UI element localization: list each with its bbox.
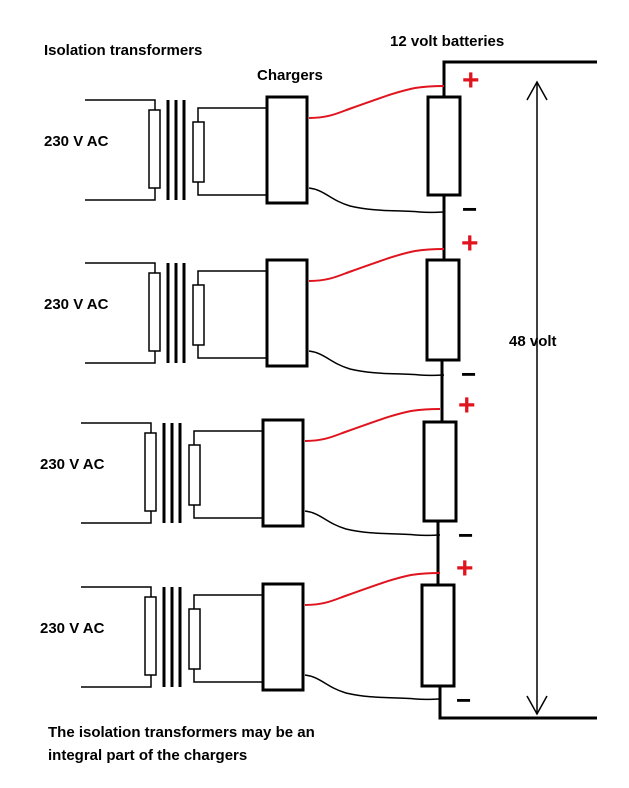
ac-input-label: 230 V AC — [40, 456, 105, 473]
voltage-arrow — [526, 80, 548, 716]
ac-input-label: 230 V AC — [44, 296, 109, 313]
negative-terminal-label: − — [462, 194, 477, 224]
ac-input-wire — [81, 675, 152, 688]
charging-stage: 230 V AC + − — [44, 227, 479, 389]
charging-stage: 230 V AC + − — [40, 552, 474, 715]
charging-stage: 230 V AC + − — [44, 64, 480, 224]
batteries-label: 12 volt batteries — [390, 33, 504, 50]
secondary-coil — [192, 121, 205, 183]
positive-wire — [304, 572, 441, 606]
positive-terminal-label: + — [456, 552, 474, 585]
battery — [420, 583, 456, 688]
positive-terminal-label: + — [461, 227, 479, 260]
negative-wire — [304, 674, 441, 701]
ac-input-wire — [85, 351, 156, 364]
negative-terminal-label: − — [458, 520, 473, 550]
charger-box — [265, 95, 309, 205]
positive-wire — [308, 248, 445, 282]
note-line-2: integral part of the chargers — [48, 747, 247, 764]
positive-terminal-label: + — [458, 389, 476, 422]
chargers-label: Chargers — [257, 67, 323, 84]
negative-wire — [308, 350, 445, 377]
secondary-coil — [188, 444, 201, 506]
charger-box — [261, 582, 305, 692]
ac-input-wire — [85, 188, 156, 201]
charger-box — [265, 258, 309, 368]
ac-input-label: 230 V AC — [40, 620, 105, 637]
primary-coil — [144, 596, 157, 676]
battery — [426, 95, 462, 197]
battery — [425, 258, 461, 362]
ac-input-wire — [81, 511, 152, 524]
ac-input-wire — [81, 422, 152, 433]
ac-input-label: 230 V AC — [44, 133, 109, 150]
charging-stage: 230 V AC + − — [40, 389, 476, 550]
primary-coil — [144, 432, 157, 512]
ac-input-wire — [85, 99, 156, 110]
positive-wire — [304, 408, 441, 442]
battery — [422, 420, 458, 523]
total-voltage-label: 48 volt — [509, 333, 557, 350]
negative-terminal-label: − — [461, 359, 476, 389]
primary-coil — [148, 109, 161, 189]
secondary-coil — [188, 608, 201, 670]
primary-coil — [148, 272, 161, 352]
negative-wire — [308, 187, 445, 214]
note-line-1: The isolation transformers may be an — [48, 724, 315, 741]
secondary-coil — [192, 284, 205, 346]
isolation-transformers-label: Isolation transformers — [44, 42, 202, 59]
positive-wire — [308, 85, 445, 119]
negative-wire — [304, 510, 441, 537]
negative-terminal-label: − — [456, 685, 471, 715]
charger-box — [261, 418, 305, 528]
positive-terminal-label: + — [462, 64, 480, 97]
ac-input-wire — [81, 586, 152, 597]
ac-input-wire — [85, 262, 156, 273]
